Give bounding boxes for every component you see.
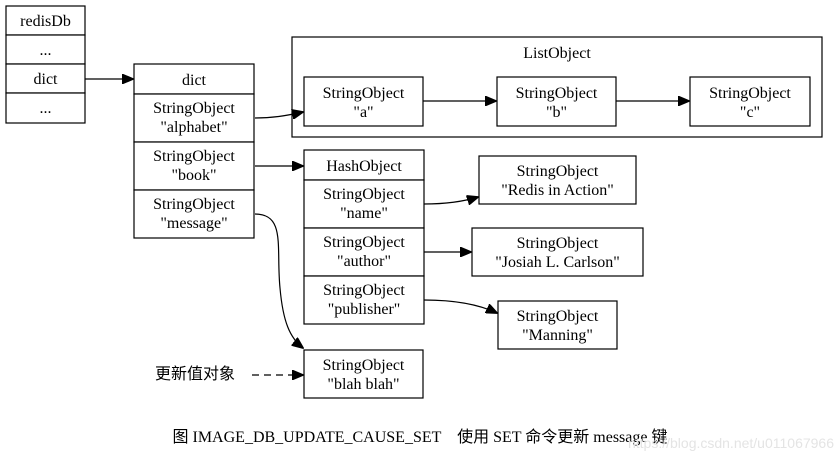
list-item-value: "a" xyxy=(353,104,373,121)
redisdb-row: ... xyxy=(40,100,52,117)
new-value-text: "blah blah" xyxy=(327,376,399,393)
list-item-type: StringObject xyxy=(323,85,405,102)
new-value-type: StringObject xyxy=(323,357,405,374)
hash-value-text: "Manning" xyxy=(522,327,593,344)
edge-name-to-value xyxy=(423,197,478,204)
edge-publisher-to-value xyxy=(423,299,497,313)
dict-title: dict xyxy=(182,72,207,89)
list-item-value: "c" xyxy=(740,104,760,121)
redisdb-box: redisDb ... dict ... xyxy=(5,5,86,124)
edge-message-to-new-value xyxy=(254,213,303,348)
dict-entry-type: StringObject xyxy=(153,100,235,117)
dict-entry-key: "book" xyxy=(171,167,216,184)
list-object-title: ListObject xyxy=(523,45,591,62)
redisdb-row: ... xyxy=(40,42,52,59)
hash-field-type: StringObject xyxy=(323,282,405,299)
dict-entry-key: "message" xyxy=(160,215,227,232)
hash-value-type: StringObject xyxy=(517,163,599,180)
hash-value-type: StringObject xyxy=(517,308,599,325)
list-item-node xyxy=(303,76,424,127)
edge-alphabet-to-list xyxy=(254,112,303,118)
list-item-type: StringObject xyxy=(516,85,598,102)
new-value-node: StringObject "blah blah" xyxy=(303,349,424,399)
hash-field-name: "publisher" xyxy=(328,301,401,318)
hash-field-name: "author" xyxy=(337,253,391,270)
hash-object-title: HashObject xyxy=(326,158,402,175)
redisdb-title: redisDb xyxy=(20,13,71,30)
hash-object-box: HashObject StringObject "name" StringObj… xyxy=(303,149,425,325)
dict-entry-key: "alphabet" xyxy=(160,119,227,136)
hash-value-node: StringObject "Josiah L. Carlson" xyxy=(471,227,644,277)
hash-value-node: StringObject "Manning" xyxy=(497,300,618,350)
hash-field-type: StringObject xyxy=(323,234,405,251)
list-item-node xyxy=(689,76,811,127)
dict-box: dict StringObject "alphabet" StringObjec… xyxy=(133,63,255,239)
list-object-cluster: ListObject StringObject "a" StringObject… xyxy=(291,36,823,138)
watermark: https://blog.csdn.net/u011067966 xyxy=(628,435,834,451)
list-item-value: "b" xyxy=(546,104,567,121)
dict-entry-type: StringObject xyxy=(153,148,235,165)
new-value-label: 更新值对象 xyxy=(155,365,235,383)
redisdb-row-dict: dict xyxy=(34,71,59,88)
dict-entry-type: StringObject xyxy=(153,196,235,213)
hash-field-name: "name" xyxy=(340,205,388,222)
hash-field-type: StringObject xyxy=(323,186,405,203)
figure-caption: 图 IMAGE_DB_UPDATE_CAUSE_SET 使用 SET 命令更新 … xyxy=(173,428,668,446)
hash-value-text: "Josiah L. Carlson" xyxy=(495,254,620,271)
hash-value-type: StringObject xyxy=(517,235,599,252)
hash-value-text: "Redis in Action" xyxy=(501,182,614,199)
hash-value-node: StringObject "Redis in Action" xyxy=(478,155,637,205)
list-item-type: StringObject xyxy=(709,85,791,102)
